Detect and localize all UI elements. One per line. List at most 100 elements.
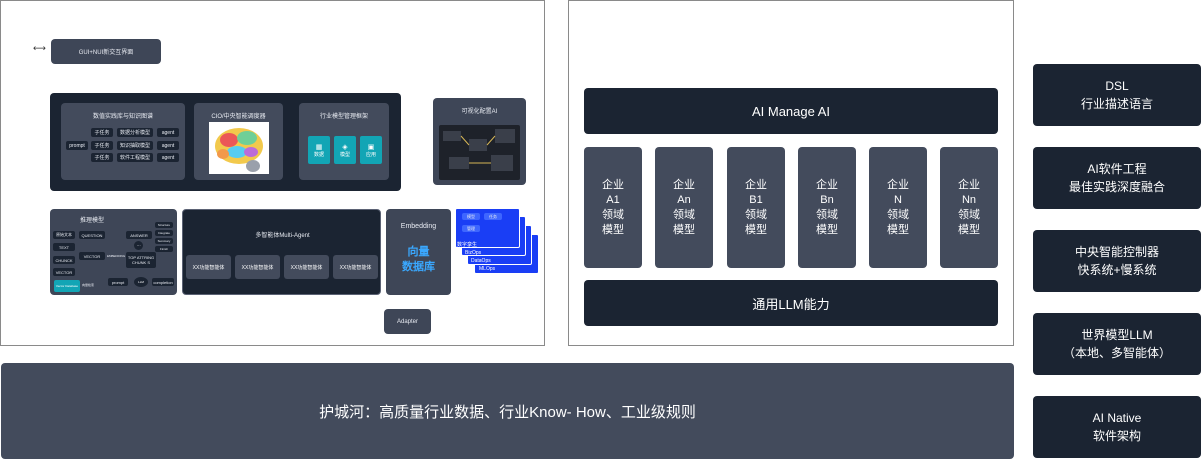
controller-line1: 中央智能控制器 <box>1074 245 1159 259</box>
multi-agent-title: 多智能体Multi-Agent <box>255 233 310 239</box>
practice-kg-title: 数值实践库与知识图谱 <box>92 114 153 120</box>
visual-ai-box: 可视化配置AI <box>433 98 526 185</box>
vector-chip: VECTOR <box>53 268 75 276</box>
ai-se-line1: AI软件工程 <box>1087 162 1147 176</box>
enterprise-n-l4: 模型 <box>887 223 909 236</box>
vector-search-label: 向量检索 <box>82 283 95 287</box>
kg-task-1: 子任务 <box>91 128 113 137</box>
enterprise-a1-l3: 领域 <box>602 208 624 221</box>
llm-circle: LLM <box>134 277 148 287</box>
dsl-line2: 行业描述语言 <box>1080 97 1153 111</box>
agent-3: XX功能智能体 <box>284 255 329 279</box>
chunk-chip: CHUNCK <box>53 256 75 264</box>
summary-chip: Summary <box>155 238 173 244</box>
enterprise-b1-card: 企业 B1 领域 模型 <box>727 147 785 268</box>
dataops-label: DataOps <box>471 258 491 264</box>
enterprise-n-card: 企业 N 领域 模型 <box>869 147 927 268</box>
kg-agent-2: agent <box>157 141 179 150</box>
enterprise-an-l3: 领域 <box>673 208 695 221</box>
answer-chip: ANSWER <box>126 231 152 239</box>
enterprise-a1-l4: 模型 <box>602 223 624 236</box>
moat-bar: 护城河：高质量行业数据、行业Know- How、工业级规则 <box>1 363 1014 459</box>
agent-1: XX功能智能体 <box>186 255 231 279</box>
model-cube-icon: ◈ <box>342 143 348 151</box>
enterprise-a1-l2: A1 <box>606 193 620 206</box>
enterprise-n-l2: N <box>894 193 902 206</box>
enterprise-bn-l4: 模型 <box>816 223 838 236</box>
enterprise-an-l2: An <box>677 193 691 206</box>
enterprise-bn-l2: Bn <box>820 193 834 206</box>
enterprise-b1-l4: 模型 <box>745 223 767 236</box>
completion-chip: completion <box>152 278 174 286</box>
ai-se-line2: 最佳实践深度融合 <box>1068 180 1165 194</box>
enterprise-an-l4: 模型 <box>673 223 695 236</box>
enterprise-bn-l1: 企业 <box>816 178 838 191</box>
industry-framework-title: 行业模型管理框架 <box>319 114 368 120</box>
adapter-label: Adapter <box>396 318 418 325</box>
module-data-label: 数据 <box>313 151 324 158</box>
enterprise-n-l1: 企业 <box>887 178 909 191</box>
mlops-label: MLOps <box>479 266 496 272</box>
kg-model-1: 数据分析模型 <box>117 128 153 137</box>
vector-db-line1: 向量 <box>407 246 430 258</box>
llm-node-icon: ⋯ <box>134 241 143 250</box>
enterprise-nn-l2: Nn <box>961 193 977 206</box>
enterprise-b1-l2: B1 <box>749 193 763 206</box>
enterprise-a1-card: 企业 A1 领域 模型 <box>584 147 642 268</box>
prompt-chip: prompt <box>108 278 128 286</box>
multi-agent-box: 多智能体Multi-Agent <box>182 209 381 295</box>
module-app-cube: ▣ 应用 <box>360 136 382 164</box>
enterprise-nn-card: 企业 Nn 领域 模型 <box>940 147 998 268</box>
kg-task-2: 子任务 <box>91 141 113 150</box>
module-app-label: 应用 <box>365 151 376 158</box>
moat-label: 护城河：高质量行业数据、行业Know- How、工业级规则 <box>319 403 696 421</box>
enterprise-an-card: 企业 An 领域 模型 <box>655 147 713 268</box>
enterprise-a1-l1: 企业 <box>602 178 624 191</box>
ai-native-line1: AI Native <box>1092 411 1142 425</box>
dsl-line1: DSL <box>1105 79 1129 93</box>
ai-software-engineering-card: AI软件工程 最佳实践深度融合 <box>1033 147 1201 209</box>
text-chip: TEXT <box>53 243 75 251</box>
data-cube-icon: ▦ <box>315 143 323 151</box>
general-llm-label: 通用LLM能力 <box>752 296 830 312</box>
kg-agent-3: agent <box>157 153 179 162</box>
vector-database-chip: Vector Database <box>54 280 80 292</box>
central-controller-card: 中央智能控制器 快系统+慢系统 <box>1033 230 1201 292</box>
kg-prompt: prompt <box>66 141 88 150</box>
node-graph-icon <box>443 129 515 171</box>
cio-title: CIO/中央智能调度器 <box>211 114 266 120</box>
kg-model-2: 知识抽取模型 <box>117 141 153 150</box>
enterprise-nn-l3: 领域 <box>958 208 980 221</box>
gui-nui-label: GUI+NUI新交互界面 <box>78 50 134 56</box>
layer-chip-model: 模型 <box>462 213 480 220</box>
raw-text-chip: 原始文本 <box>53 231 75 239</box>
integrate-chip: Integrate <box>155 230 173 236</box>
top-chunks-chip: TOP ATTRING CHUNK S <box>126 252 156 268</box>
resize-arrow-icon: ⟷ <box>33 43 46 53</box>
adapter-box: Adapter <box>384 309 431 334</box>
enterprise-nn-l4: 模型 <box>958 223 980 236</box>
controller-line2: 快系统+慢系统 <box>1077 263 1157 277</box>
world-model-line1: 世界模型LLM <box>1081 328 1153 342</box>
enterprise-an-l1: 企业 <box>673 178 695 191</box>
ai-native-card: AI Native 软件架构 <box>1033 396 1201 458</box>
general-llm-bar: 通用LLM能力 <box>584 280 998 326</box>
vector-db-label: 向量 数据库 <box>386 245 451 275</box>
enterprise-bn-l3: 领域 <box>816 208 838 221</box>
enterprise-nn-l1: 企业 <box>958 178 980 191</box>
enterprise-b1-l3: 领域 <box>745 208 767 221</box>
vector-db-line2: 数据库 <box>402 261 435 273</box>
reasoning-title: 推理模型 <box>80 218 105 224</box>
embedding-small-label: EMBEDDING <box>107 254 126 258</box>
digital-twin-label: 数字孪生 <box>457 242 478 248</box>
ai-manage-ai-label: AI Manage AI <box>751 103 831 119</box>
gui-nui-box: GUI+NUI新交互界面 <box>51 39 161 64</box>
bizops-label: BizOps <box>465 250 482 256</box>
layer-chip-task: 任务 <box>484 213 502 220</box>
layer-chip-manage: 管理 <box>462 225 480 232</box>
layer-digital-twin: 模型 任务 管理 数字孪生 <box>455 208 520 248</box>
enterprise-n-l3: 领域 <box>887 208 909 221</box>
finish-chip: Finish <box>155 246 173 252</box>
ai-manage-ai-bar: AI Manage AI <box>584 88 998 134</box>
module-model-label: 模型 <box>339 151 350 158</box>
